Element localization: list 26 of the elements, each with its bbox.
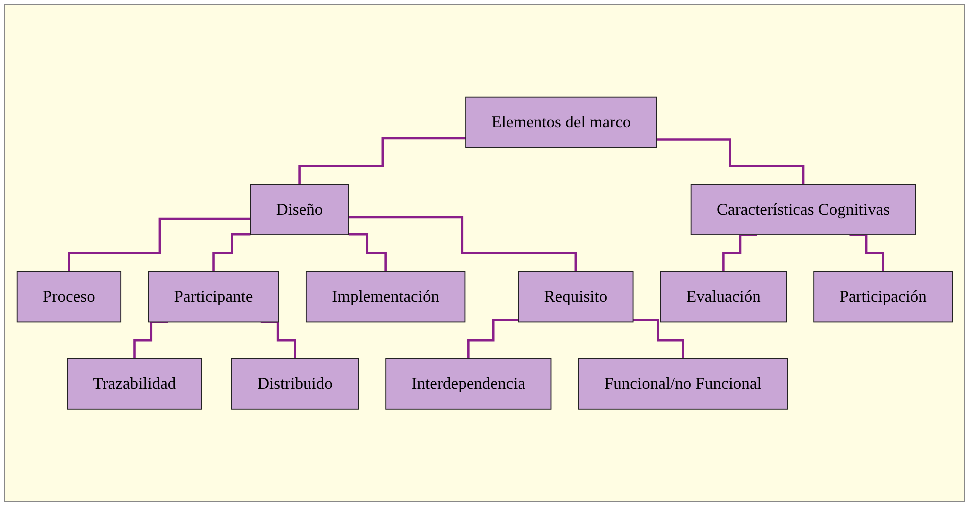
- connector: [722, 234, 757, 272]
- node-box: [660, 270, 786, 322]
- connector: [348, 216, 577, 272]
- connector: [260, 320, 296, 360]
- connector: [467, 318, 518, 360]
- connector: [632, 318, 684, 360]
- node-box: [230, 358, 358, 410]
- connector: [348, 233, 386, 272]
- node-box: [518, 270, 634, 322]
- connector: [68, 218, 250, 272]
- node-box: [690, 184, 916, 236]
- node-box: [306, 270, 466, 322]
- node-box: [385, 358, 552, 410]
- connector: [849, 234, 884, 272]
- connector: [656, 138, 804, 186]
- connector: [212, 233, 250, 272]
- node-box: [813, 270, 953, 322]
- connector: [298, 136, 466, 186]
- tree-diagram: Elementos del marco Diseño Características Cognitivas Proceso Participante Implementación Evaluación Participación Trazabilidad Distribuido Requisito Interdependencia Funcional/no Funcional: [10, 90, 960, 416]
- node-box: [250, 184, 349, 236]
- node-box: [148, 270, 279, 322]
- node-box: [66, 358, 202, 410]
- node-box: [16, 270, 122, 322]
- connector: [133, 320, 168, 360]
- node-box: [465, 96, 657, 148]
- node-box: [578, 358, 788, 410]
